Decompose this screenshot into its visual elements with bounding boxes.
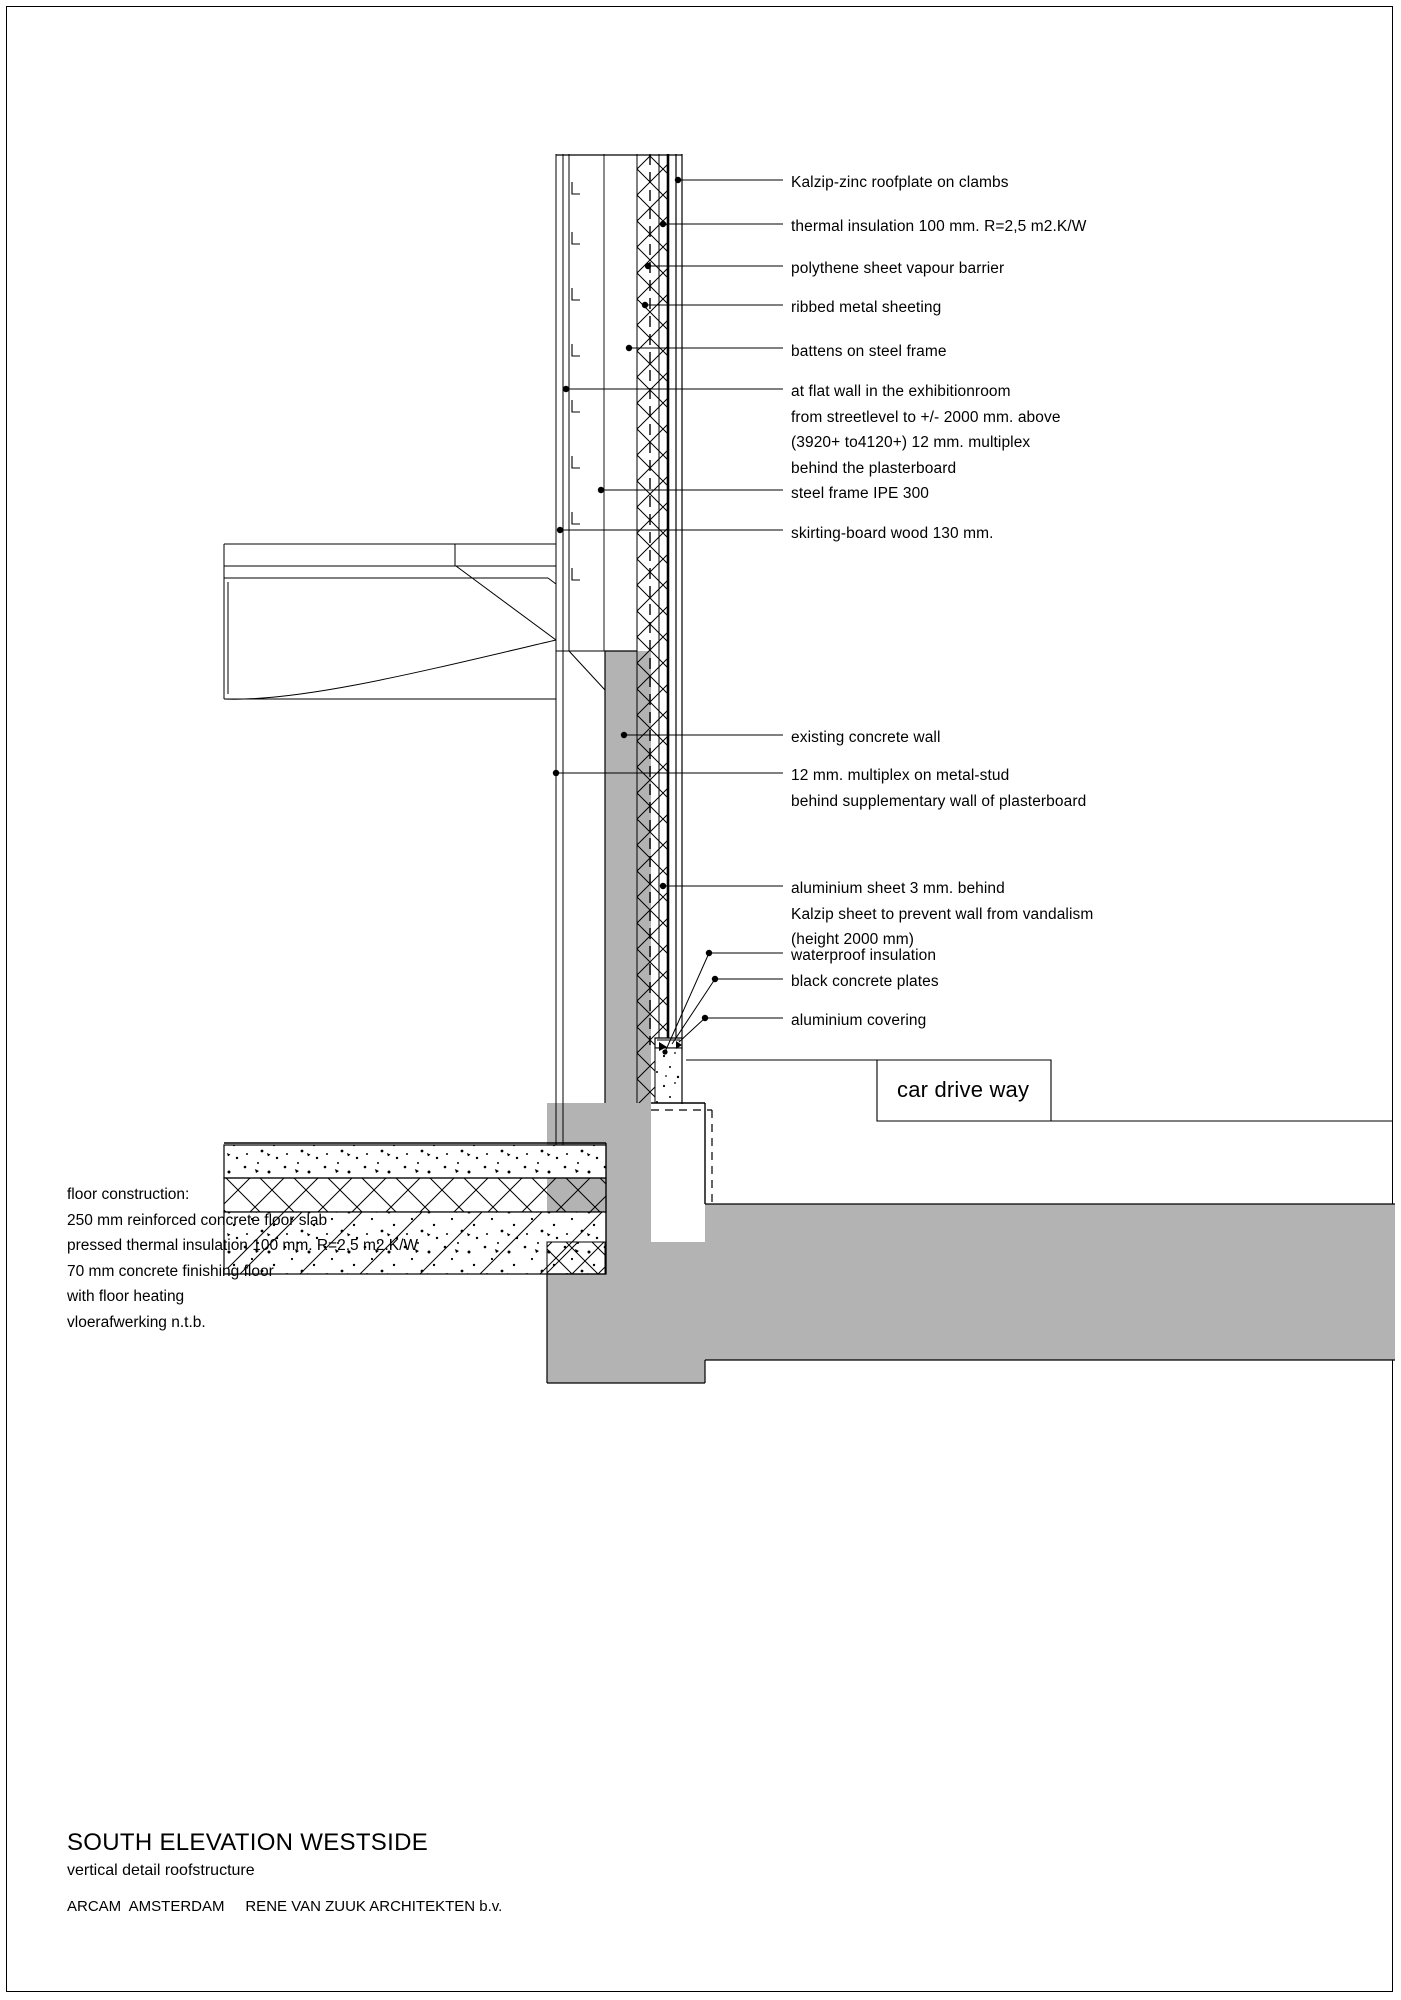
ceiling-slab-left [223, 543, 557, 700]
credit-line: ARCAM AMSTERDAM RENE VAN ZUUK ARCHITEKTE… [67, 1898, 503, 1915]
callout-label-steel-frame-ipe-300: steel frame IPE 300 [791, 485, 930, 502]
callout-label-multiplex-on-metal-stud: 12 mm. multiplex on metal-stud behind su… [791, 767, 1087, 810]
leader-dot-existing-concrete-wall [620, 731, 628, 739]
leader-dot-aluminium-sheet-3mm [659, 882, 667, 890]
callout-label-ribbed-metal-sheeting: ribbed metal sheeting [791, 299, 942, 316]
leader-dot-battens-on-steel-frame [625, 344, 633, 352]
callout-label-existing-concrete-wall: existing concrete wall [791, 729, 941, 746]
leader-dot-multiplex-on-metal-stud [552, 769, 560, 777]
car-drive-way-leader [686, 1059, 1392, 1122]
leader-dot-ribbed-metal-sheeting [641, 301, 649, 309]
callout-label-skirting-board-wood: skirting-board wood 130 mm. [791, 525, 994, 542]
floor-construction [223, 1142, 607, 1275]
page-subtitle: vertical detail roofstructure [67, 1862, 255, 1879]
leader-dot-thermal-insulation [659, 220, 667, 228]
callout-label-flat-wall-multiplex: at flat wall in the exhibitionroom from … [791, 383, 1061, 477]
floor-construction-note: floor construction: 250 mm reinforced co… [67, 1186, 419, 1331]
foundation-outline [546, 1203, 1395, 1384]
callout-label-battens-on-steel-frame: battens on steel frame [791, 343, 947, 360]
leader-dot-polythene-vapour-barrier [644, 262, 652, 270]
callout-label-aluminium-sheet-3mm: aluminium sheet 3 mm. behind Kalzip shee… [791, 880, 1094, 948]
existing-concrete-wall-fill [547, 651, 1395, 1383]
thermal-insulation-hatch [637, 155, 668, 1045]
car-drive-way-label: car drive way [897, 1077, 1030, 1102]
leader-dot-skirting-board-wood [556, 526, 564, 534]
skirting-board [556, 650, 606, 691]
callout-leaders [552, 176, 783, 1022]
callout-label-black-concrete-plates: black concrete plates [791, 973, 939, 990]
callout-label-kalzip-zinc-roofplate: Kalzip-zinc roofplate on clambs [791, 174, 1009, 191]
callout-label-thermal-insulation: thermal insulation 100 mm. R=2,5 m2.K/W [791, 218, 1087, 235]
callout-label-aluminium-covering: aluminium covering [791, 1012, 927, 1029]
leader-dot-kalzip-zinc-roofplate [674, 176, 682, 184]
leader-dot-flat-wall-multiplex [562, 385, 570, 393]
plinth-angled-leaders [664, 952, 716, 1053]
leader-dot-steel-frame-ipe-300 [597, 486, 605, 494]
floor-wall-junction [546, 1241, 606, 1275]
page-title: SOUTH ELEVATION WESTSIDE [67, 1829, 429, 1856]
concrete-wall-outline [604, 650, 637, 1103]
callout-label-waterproof-insulation: waterproof insulation [791, 947, 937, 964]
plinth-detail [651, 1037, 713, 1204]
steel-frame-column [571, 154, 605, 651]
callout-label-polythene-vapour-barrier: polythene sheet vapour barrier [791, 260, 1005, 277]
